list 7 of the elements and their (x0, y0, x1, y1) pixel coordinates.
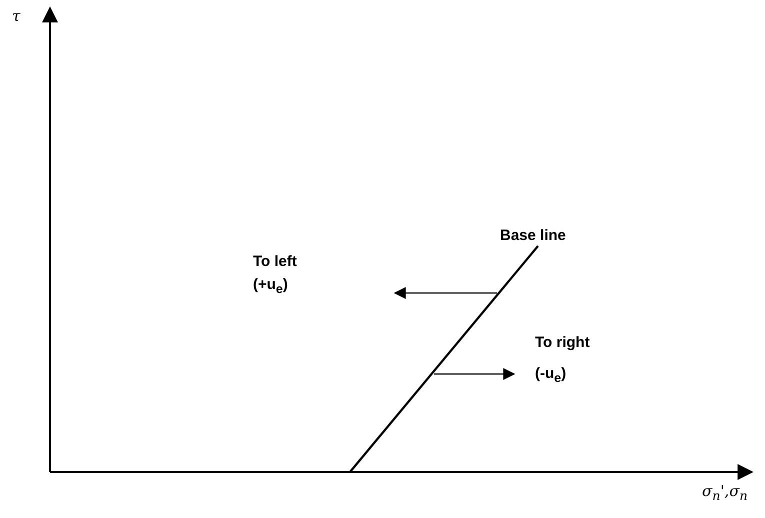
direction-label: (-u$_{e}$) (535, 365, 566, 386)
axis-label: τ (12, 7, 20, 25)
axis-label: σ$_{n}$',σ$_{n}$ (702, 482, 748, 503)
direction-label: (+u$_{e}$) (253, 276, 288, 297)
line-label: Base line (500, 227, 566, 245)
direction-label: To right (535, 334, 590, 352)
direction-label: To left (253, 253, 297, 271)
